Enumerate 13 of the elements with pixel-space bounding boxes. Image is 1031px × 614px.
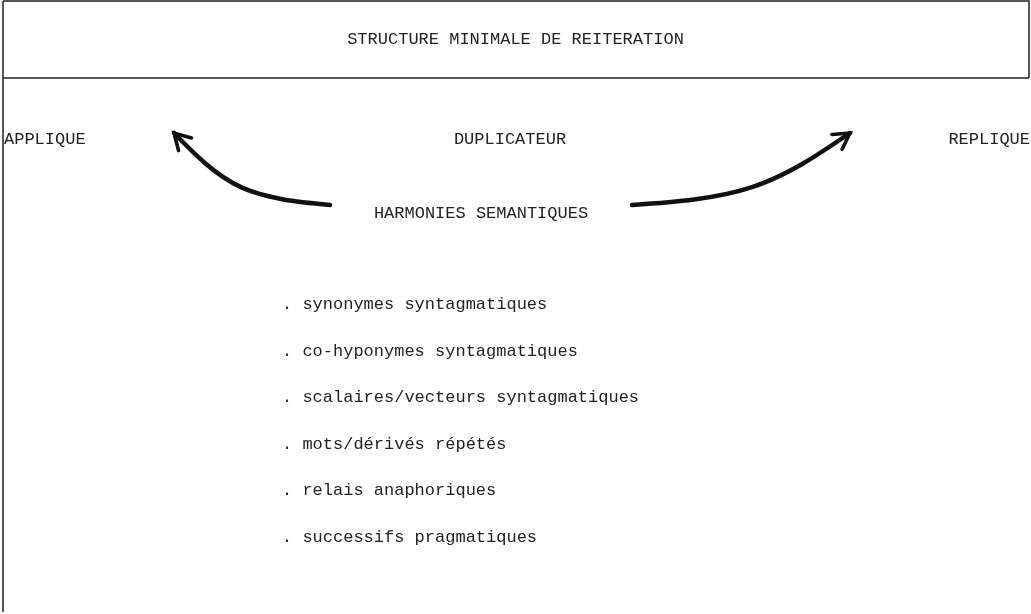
- curved-arrow: [629, 130, 853, 208]
- list-item: . scalaires/vecteurs syntagmatiques: [282, 388, 640, 409]
- node-text: DUPLICATEUR: [420, 126, 600, 152]
- node-text: HARMONIES SEMANTIQUES: [330, 200, 632, 226]
- node-text: APPLIQUE: [4, 126, 172, 152]
- curved-arrow: [171, 130, 333, 208]
- list-item: . successifs pragmatiques: [282, 528, 538, 548]
- list-item: . relais anaphoriques: [282, 481, 497, 502]
- node-text: REPLIQUE: [852, 126, 1030, 152]
- list-item: . mots/dérivés répétés: [282, 434, 507, 455]
- title: STRUCTURE MINIMALE DE REITERATION: [346, 30, 685, 50]
- list-item: . co-hyponymes syntagmatiques: [282, 341, 578, 362]
- list-item: . synonymes syntagmatiques: [282, 295, 548, 315]
